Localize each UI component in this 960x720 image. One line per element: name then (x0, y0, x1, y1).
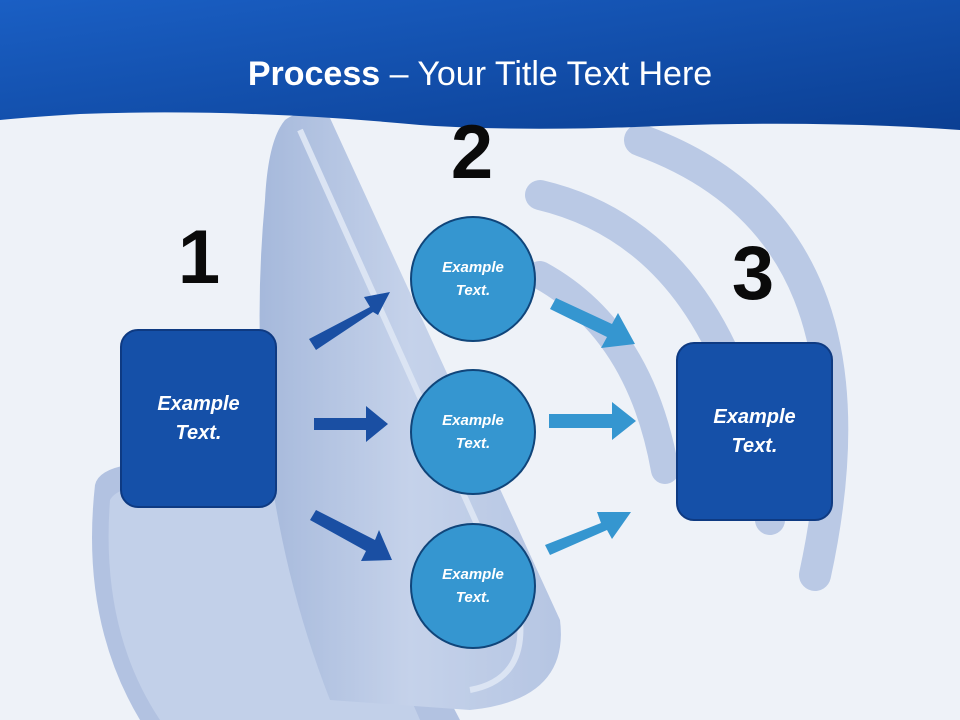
step-1-text-line2: Text. (175, 421, 222, 444)
circle-bottom: Example Text. (410, 523, 536, 649)
circle-bottom-line2: Text. (455, 589, 491, 606)
arrow-top-to-3 (550, 298, 635, 348)
header-band (0, 0, 960, 130)
arrow-1-to-middle (314, 406, 388, 442)
step-number-2: 2 (450, 110, 494, 195)
step-3-text-line1: Example (713, 405, 796, 428)
circle-middle-line1: Example (442, 412, 504, 429)
title-bold: Process (247, 55, 381, 93)
circle-middle: Example Text. (410, 369, 536, 495)
circle-middle-line2: Text. (455, 435, 491, 452)
step-3-box: Example Text. (676, 342, 833, 521)
arrow-1-to-bottom (310, 510, 392, 561)
arrow-bottom-to-3 (545, 512, 631, 555)
step-number-3: 3 (731, 231, 775, 316)
circle-top-line1: Example (442, 259, 504, 276)
circle-bottom-line1: Example (442, 566, 504, 583)
arrow-1-to-top (309, 292, 390, 350)
arrow-middle-to-3 (549, 402, 636, 440)
slide-title: Process – Your Title Text Here (0, 52, 960, 96)
step-3-text-line2: Text. (731, 434, 778, 457)
arrows (309, 292, 636, 561)
circle-top: Example Text. (410, 216, 536, 342)
step-1-text-line1: Example (157, 392, 240, 415)
step-number-1: 1 (177, 215, 221, 300)
circle-top-line2: Text. (455, 282, 491, 299)
step-1-box: Example Text. (120, 329, 277, 508)
title-rest: – Your Title Text Here (380, 55, 713, 93)
